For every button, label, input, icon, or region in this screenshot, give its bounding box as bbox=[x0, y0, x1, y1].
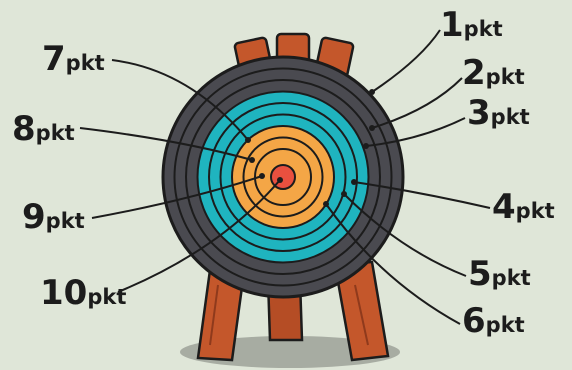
arrow-tip-1 bbox=[369, 89, 375, 95]
label-6pkt: 6pkt bbox=[462, 301, 525, 341]
label-10pkt: 10pkt bbox=[40, 273, 126, 313]
arrow-tip-2 bbox=[369, 125, 375, 131]
arrow-tip-3 bbox=[363, 143, 369, 149]
label-2pkt: 2pkt bbox=[462, 53, 525, 93]
label-8pkt: 8pkt bbox=[12, 109, 75, 149]
label-5pkt: 5pkt bbox=[468, 254, 531, 294]
label-1pkt: 1pkt bbox=[440, 5, 503, 45]
arrow-tip-6 bbox=[323, 201, 329, 207]
arrow-tip-9 bbox=[259, 173, 265, 179]
leader-line-1 bbox=[372, 30, 440, 92]
arrow-tip-10 bbox=[277, 177, 283, 183]
label-9pkt: 9pkt bbox=[22, 197, 85, 237]
label-3pkt: 3pkt bbox=[467, 93, 530, 133]
arrow-tip-7 bbox=[245, 137, 251, 143]
arrow-tip-5 bbox=[341, 191, 347, 197]
label-4pkt: 4pkt bbox=[492, 187, 555, 227]
arrow-tip-8 bbox=[249, 157, 255, 163]
arrow-tip-4 bbox=[351, 179, 357, 185]
label-7pkt: 7pkt bbox=[42, 39, 105, 79]
